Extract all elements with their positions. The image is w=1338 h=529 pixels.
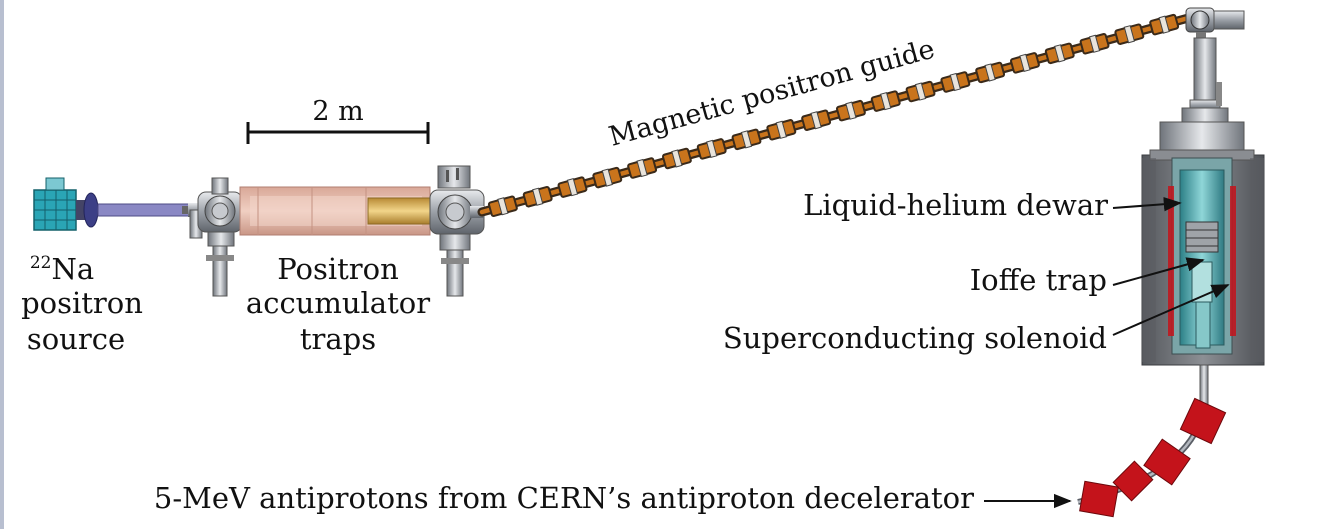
ioffe-arrow [1112,257,1205,286]
accumulator-traps [239,186,431,236]
guide-coil-clamp [1158,15,1170,34]
guide-coil-clamp [1054,44,1066,63]
guide-coil-clamp [601,168,613,187]
guide-coil-clamp [671,149,683,168]
source-label-line3: source [27,322,125,356]
bending-magnet-2 [1143,438,1191,486]
scale-bar-label: 2 m [312,96,363,127]
ioffe-callout: Ioffe trap [970,257,1205,297]
guide-coil-clamp [984,63,996,82]
guide-coil-clamp [497,197,509,216]
bending-magnet-4 [1079,480,1119,518]
guide-coil-clamp [636,158,648,178]
right-vacuum-chamber [429,165,485,297]
source-label: 22Na positron source [21,252,143,356]
guide-coil-clamp [810,111,822,130]
antiproton-label: 5-MeV antiprotons from CERN’s antiproton… [154,481,974,515]
source-label-line2: positron [21,286,143,320]
magnetic-positron-guide [477,12,1197,217]
guide-coil-clamp [845,101,857,120]
dewar-callout: Liquid-helium dewar [803,188,1182,222]
dewar-label: Liquid-helium dewar [803,188,1108,222]
guide-coil-clamp [1088,34,1101,53]
svg-text:22Na: 22Na [30,252,94,286]
guide-coil-clamp [706,139,718,159]
accumulator-label-line3: traps [300,322,376,356]
guide-coil-clamp [532,187,544,206]
bending-magnet-3 [1112,460,1154,502]
guide-coil-clamp [775,120,787,139]
guide-coil-clamp [1123,25,1135,44]
accumulator-label: Positron accumulator traps [246,252,430,356]
scale-bar: 2 m [246,96,430,144]
page-edge [0,0,4,529]
guide-corner-chamber [1181,7,1245,125]
antiproton-beamline [1077,397,1227,518]
dewar-arrow [1112,197,1182,212]
guide-coil-clamp [880,91,892,111]
liquid-helium-dewar [1141,121,1265,408]
antiproton-callout: 5-MeV antiprotons from CERN’s antiproton… [154,481,1072,515]
left-vacuum-chamber [188,177,243,297]
bending-magnet-1 [1179,397,1227,445]
source-label-superscript: 22 [30,253,52,273]
solenoid-label: Superconducting solenoid [723,321,1107,355]
positron-source [33,177,200,231]
accumulator-label-line1: Positron [277,252,399,286]
source-label-line1: Na [51,252,94,286]
guide-coil-clamp [949,72,961,92]
ioffe-label: Ioffe trap [970,263,1107,297]
accumulator-label-line2: accumulator [246,286,430,320]
guide-coil-clamp [740,130,753,149]
guide-coil-clamp [566,178,579,197]
solenoid-arrow [1112,284,1230,336]
guide-coil-clamp [914,82,927,101]
guide-coil-clamp [1019,53,1031,73]
solenoid-callout: Superconducting solenoid [723,284,1230,355]
